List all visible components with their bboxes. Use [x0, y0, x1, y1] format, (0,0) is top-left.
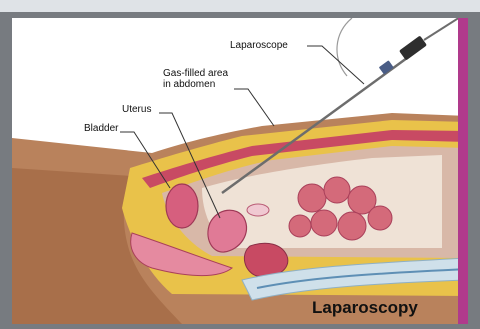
label-gas-filled-line1: Gas-filled area	[163, 68, 228, 79]
leader-laparoscope	[307, 46, 364, 84]
bladder-organ	[166, 184, 198, 228]
laparoscope-body	[399, 36, 427, 61]
rectum	[244, 243, 287, 277]
leader-gas	[234, 89, 274, 126]
ovary	[247, 204, 269, 216]
label-uterus: Uterus	[122, 104, 151, 115]
top-strip	[0, 0, 480, 12]
light-cable	[337, 18, 352, 76]
label-laparoscope: Laparoscope	[230, 40, 288, 51]
laparoscope-camera	[379, 60, 394, 74]
label-gas-filled-line2: in abdomen	[163, 79, 215, 90]
illustration-panel: Laparoscope Gas-filled area in abdomen U…	[12, 18, 468, 324]
anatomy-illustration	[12, 18, 468, 324]
figure-title: Laparoscopy	[312, 298, 418, 318]
label-bladder: Bladder	[84, 123, 118, 134]
edge-accent-bar	[458, 18, 468, 324]
